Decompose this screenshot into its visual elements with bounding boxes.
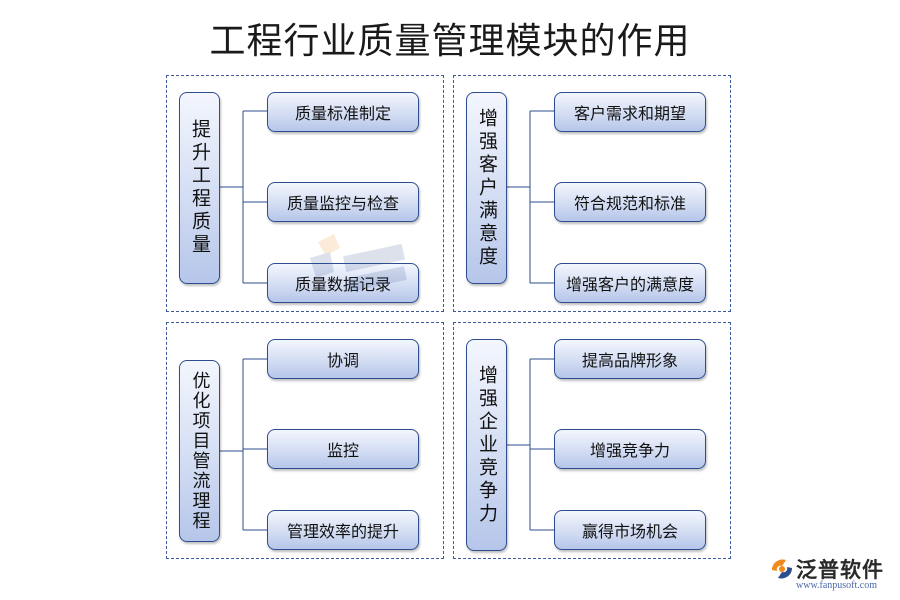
item-box-quality-monitoring: 质量监控与检查: [267, 182, 419, 222]
page-title: 工程行业质量管理模块的作用: [209, 21, 691, 62]
main-box-improve-quality: 提升工程质量: [179, 92, 220, 284]
item-box-brand-image: 提高品牌形象: [554, 339, 706, 379]
item-box-market-opportunity: 赢得市场机会: [554, 510, 706, 550]
brand-name: 泛普软件: [796, 558, 884, 582]
item-box-customer-needs: 客户需求和期望: [554, 92, 706, 132]
item-box-efficiency: 管理效率的提升: [267, 510, 419, 550]
panel-competitiveness: [453, 322, 731, 559]
item-box-coordinate: 协调: [267, 339, 419, 379]
item-box-monitor: 监控: [267, 429, 419, 469]
fanpu-logo-icon: [772, 559, 792, 579]
main-box-customer-satisfaction: 增强客户满意度: [466, 92, 507, 284]
main-box-optimize-management: 优化项目管流理程: [179, 360, 220, 542]
panel-improve-quality: [166, 75, 444, 312]
main-box-competitiveness: 增强企业竞争力: [466, 339, 507, 551]
brand-url: www.fanpusoft.com: [796, 580, 878, 591]
item-box-enhance-satisfaction: 增强客户的满意度: [554, 263, 706, 303]
watermark-logo-icon: [310, 234, 407, 292]
panel-optimize-management: [166, 322, 444, 559]
item-box-quality-standards: 质量标准制定: [267, 92, 419, 132]
item-box-quality-data: 质量数据记录: [267, 263, 419, 303]
panel-customer-satisfaction: [453, 75, 731, 312]
brand-logo: 泛普软件: [768, 554, 884, 584]
item-box-meet-standards: 符合规范和标准: [554, 182, 706, 222]
item-box-enhance-competitiveness: 增强竞争力: [554, 429, 706, 469]
